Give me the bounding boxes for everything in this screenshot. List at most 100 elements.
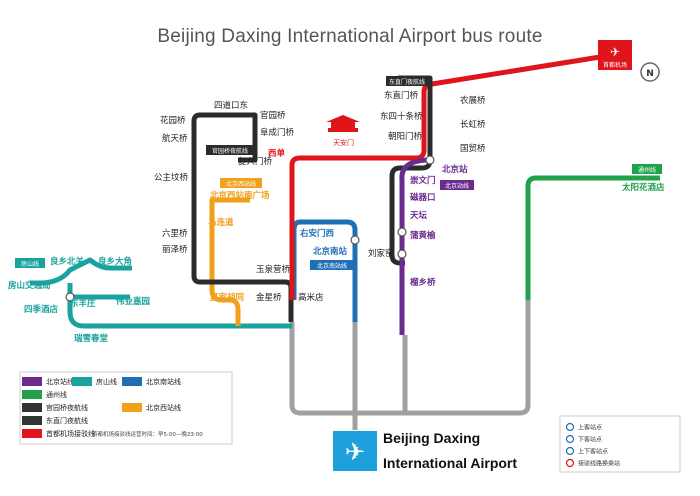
station-dot <box>350 235 360 245</box>
station-dot <box>65 292 75 302</box>
airport-tag-label: 首都机场 <box>603 61 627 69</box>
beijingzhan-line <box>399 157 431 335</box>
airplane-icon: ✈ <box>345 438 365 466</box>
airport-trunk-line <box>289 300 531 416</box>
station-markers <box>65 155 435 302</box>
legend: 北京站线房山线北京南站线通州线北京西站线官园桥夜航线东直门夜航线首都机场接驳线 … <box>19 371 233 445</box>
station-nongzhanguan: 农展桥 <box>460 95 486 106</box>
north-arrow-icon: N <box>640 62 660 82</box>
tiananmen-icon <box>326 115 360 132</box>
line-tag-dongzhimen: 东直门夜航线 <box>389 78 425 86</box>
station-tiantan: 天坛 <box>410 210 428 221</box>
station-dongsishitiao: 东四十条桥 <box>380 111 423 122</box>
station-lizeqiao: 丽泽桥 <box>162 244 188 255</box>
legend-label: 通州线 <box>46 390 67 399</box>
legend-swatch <box>22 416 42 425</box>
station-chongwenmen: 崇文门 <box>410 175 436 186</box>
station-puhuangyu: 蒲黄榆 <box>410 230 436 241</box>
station-beijingxizhannanguangchang: 北京西站南广场 <box>210 190 270 201</box>
station-fangshanjiaotongju: 房山交通局 <box>8 280 51 291</box>
legend-label: 北京站线 <box>46 377 74 386</box>
symbol-label: 接驳线路换乘站 <box>578 460 620 468</box>
dongzhimen-line <box>389 75 433 266</box>
line-tag-beijingzhan: 北京站线 <box>445 182 469 190</box>
legend-swatch <box>22 390 42 399</box>
legend-swatch <box>22 429 42 438</box>
station-liuliqiao: 六里桥 <box>162 228 188 239</box>
svg-text:✈: ✈ <box>610 45 620 59</box>
symbol-label: 下客站点 <box>578 436 602 444</box>
station-sihuandong: 四道口东 <box>214 100 248 111</box>
station-changhong: 长虹桥 <box>460 119 486 130</box>
symbol-label: 上客站点 <box>578 424 602 432</box>
legend-label: 房山线 <box>96 377 117 386</box>
station-weiyejiayuan: 伟业嘉园 <box>116 296 150 307</box>
legend-swatch <box>122 403 142 412</box>
station-guomao: 国贸桥 <box>460 143 486 154</box>
station-huayuanqiao: 花园桥 <box>160 115 186 126</box>
line-tag-beijingnanzhan: 北京南站线 <box>317 262 347 270</box>
station-ciqikou: 磁器口 <box>410 192 436 203</box>
line-tag-tongzhou: 通州线 <box>638 166 656 174</box>
capital-airport-badge: ✈ 首都机场 <box>598 40 632 70</box>
symbol-marker <box>565 434 575 444</box>
beijingxizhan-line <box>209 197 250 326</box>
line-tag-fangshan: 房山线 <box>21 260 39 268</box>
station-guanyuanqiao: 官园桥 <box>260 110 286 121</box>
station-labels: 东直门桥 东四十条桥 朝阳门桥 农展桥 长虹桥 国贸桥 北京站 崇文门 磁器口 … <box>8 90 665 344</box>
station-xiajiahutong: 夏家胡同 <box>209 292 244 303</box>
station-jinxingqiao: 金星桥 <box>256 292 282 303</box>
station-dongyangzhuang: 东羊庄 <box>70 298 96 309</box>
station-xidan: 西单 <box>268 148 286 159</box>
station-hangtianqiao: 航天桥 <box>162 133 188 144</box>
station-gongzhufen: 公主坟桥 <box>154 172 189 183</box>
station-yuquanying: 玉泉营桥 <box>256 264 291 275</box>
legend-swatch <box>72 377 92 386</box>
line-tags: 东直门夜航线 官园桥夜航线 北京西站线 北京站线 北京南站线 房山线 通州线 <box>15 76 662 270</box>
legend-label: 北京南站线 <box>146 377 181 386</box>
station-dongzhimen: 东直门桥 <box>384 90 419 101</box>
line-tag-beijingxizhan: 北京西站线 <box>226 180 256 188</box>
station-fuxingmen: 复兴门桥 <box>238 156 273 167</box>
legend-swatch <box>22 403 42 412</box>
station-taiyanghuajiudian: 太阳花酒店 <box>621 182 665 193</box>
station-ruixuechuntang: 瑞雪春堂 <box>74 333 109 344</box>
legend-swatch <box>122 377 142 386</box>
station-gaomidian: 高米店 <box>298 292 324 303</box>
symbol-marker <box>565 422 575 432</box>
symbol-marker <box>565 446 575 456</box>
legend-label: 首都机场接驳线 <box>46 429 95 438</box>
north-label: N <box>646 69 654 79</box>
tongzhou-line <box>525 175 660 300</box>
station-malianwao: 马连道 <box>208 217 234 228</box>
station-liuxiangqiao: 榴乡桥 <box>410 277 436 288</box>
page-title: Beijing Daxing International Airport bus… <box>157 26 543 47</box>
destination-line1: Beijing Daxing <box>383 430 481 446</box>
symbol-label: 上下客站点 <box>578 448 608 456</box>
legend-label: 北京西站线 <box>146 403 181 412</box>
station-liangxiangdajiao: 良乡大角 <box>98 256 132 267</box>
legend-label: 官园桥夜航线 <box>46 403 88 412</box>
station-fuchengmen: 阜成门桥 <box>260 127 295 138</box>
station-beijingzhan: 北京站 <box>442 164 468 175</box>
line-tag-guanyuanqiao: 官园桥夜航线 <box>212 147 248 155</box>
station-dot <box>425 155 435 165</box>
legend-note: 首都机场接驳线运营时间：早5:00—晚23:00 <box>92 430 203 438</box>
station-dot <box>397 249 407 259</box>
station-sijijiudian: 四季酒店 <box>24 304 59 315</box>
symbol-marker <box>565 458 575 468</box>
legend-swatch <box>22 377 42 386</box>
destination-line2: International Airport <box>383 455 518 471</box>
station-tiananmen: 天安门 <box>333 138 354 147</box>
station-dot <box>397 227 407 237</box>
legend-label: 东直门夜航线 <box>46 416 88 425</box>
guanyuanqiao-branch <box>238 115 258 163</box>
station-liujiayao: 刘家窑 <box>368 248 394 259</box>
daxing-airport-badge: ✈ <box>333 431 377 471</box>
station-liangxiangbeiguan: 良乡北关 <box>50 256 85 267</box>
station-beijingnanzhan: 北京南站 <box>313 246 348 257</box>
